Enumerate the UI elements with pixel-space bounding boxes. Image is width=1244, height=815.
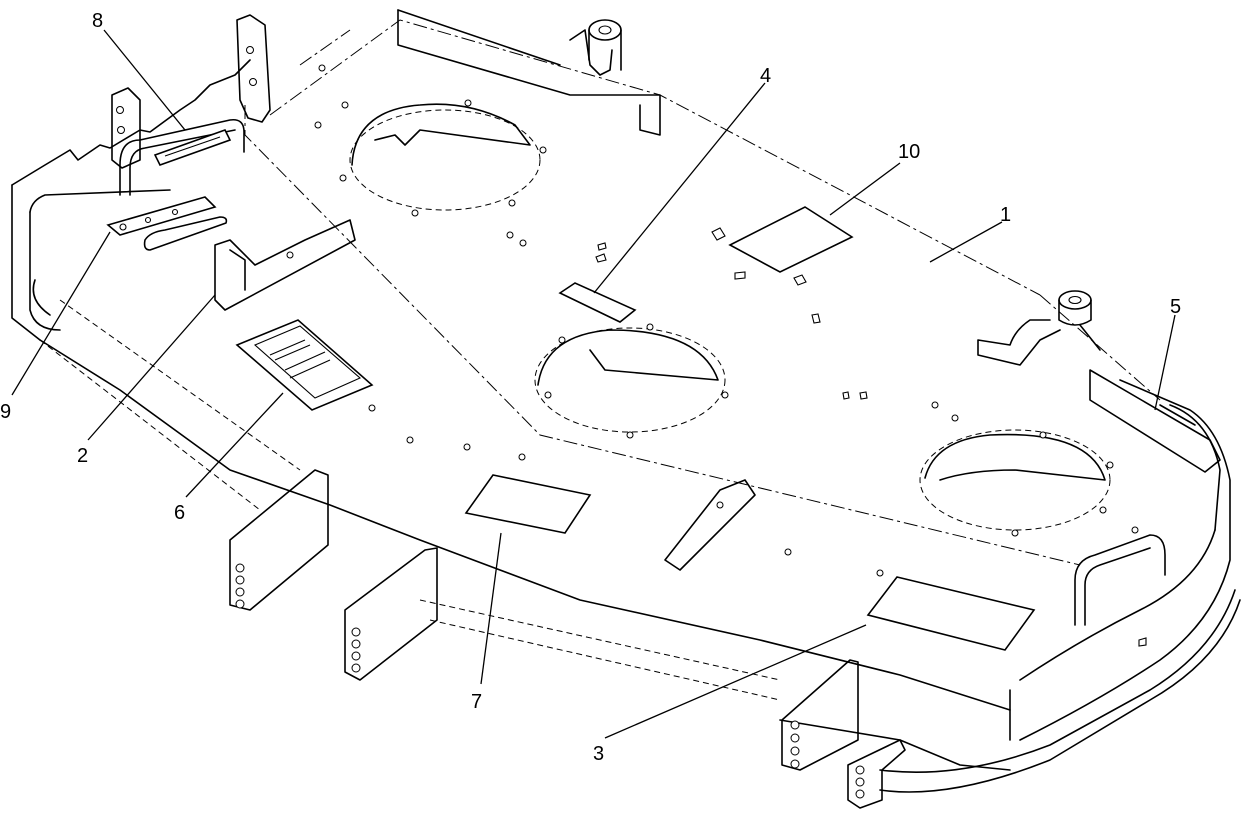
leader-4 [593, 82, 766, 294]
callout-1: 1 [1000, 204, 1011, 226]
leader-1 [929, 221, 1003, 263]
leader-8 [103, 29, 186, 131]
decal-4 [558, 282, 637, 323]
center-bracket [214, 219, 356, 311]
decal-7 [464, 474, 592, 534]
callout-5: 5 [1170, 296, 1181, 318]
callout-3: 3 [593, 743, 604, 765]
callout-10: 10 [898, 141, 920, 163]
leader-3 [604, 624, 867, 739]
decal-3 [866, 576, 1036, 651]
leader-5 [1154, 314, 1176, 411]
callout-9: 9 [0, 401, 11, 423]
leader-6 [185, 392, 284, 498]
rear-plate [397, 9, 1101, 366]
callout-4: 4 [760, 65, 771, 87]
callout-2: 2 [77, 445, 88, 467]
callout-6: 6 [174, 502, 185, 524]
decals [106, 129, 1147, 651]
deck-holes [314, 64, 1139, 577]
decal-8 [153, 129, 232, 166]
leader-10 [829, 162, 901, 216]
front-brackets [229, 469, 1166, 809]
left-brackets [111, 14, 271, 196]
leader-7 [480, 532, 502, 685]
callout-labels: 8 9 2 6 4 10 1 5 7 3 [0, 10, 1181, 765]
decal-9 [106, 196, 217, 236]
callout-8: 8 [92, 10, 103, 32]
leader-9 [11, 231, 111, 396]
decal-6 [235, 319, 374, 411]
blade-openings [349, 103, 1111, 531]
leader-2 [87, 294, 216, 441]
decal-10 [728, 206, 854, 273]
deck-body [11, 19, 1241, 793]
callout-7: 7 [471, 691, 482, 713]
leader-lines [11, 29, 1176, 739]
